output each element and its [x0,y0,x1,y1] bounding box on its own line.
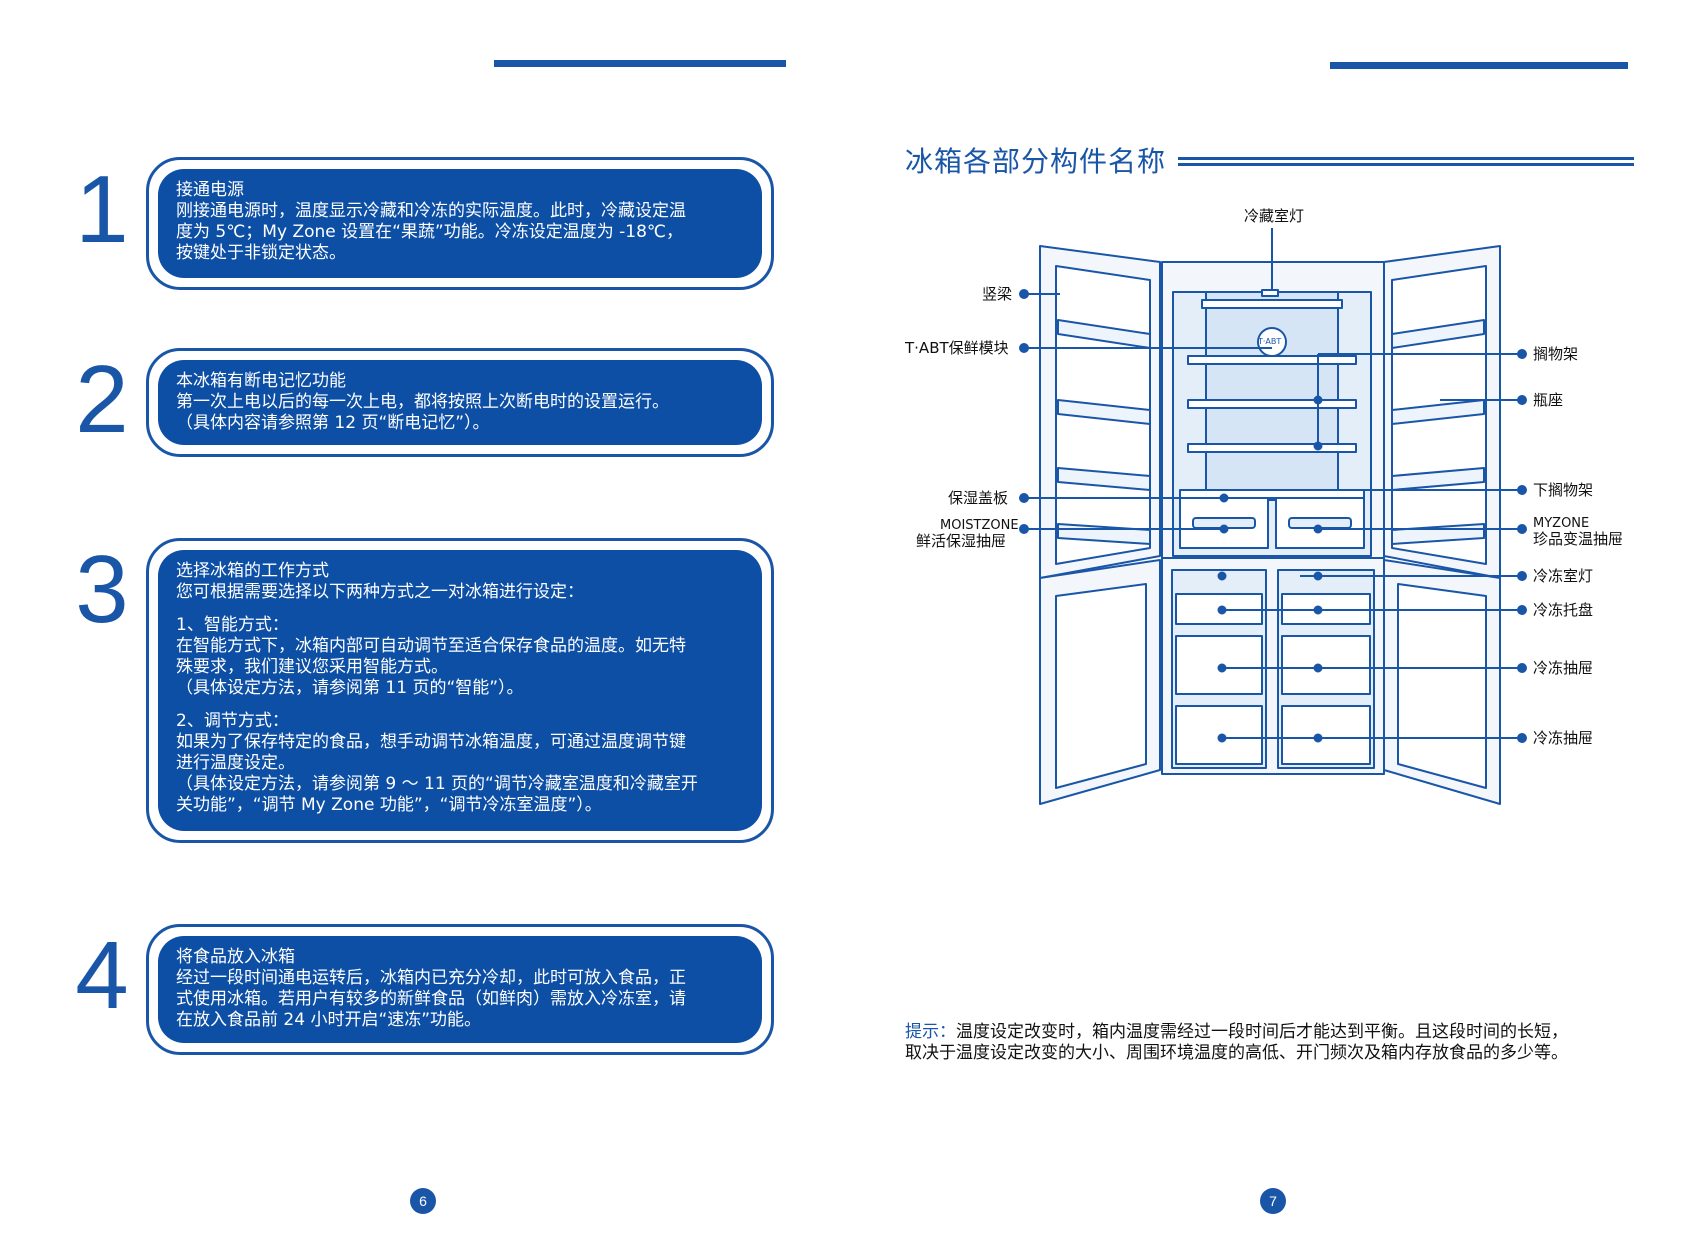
step-1-line: 按键处于非锁定状态。 [176,243,346,263]
label-moistzone-line2: 鲜活保湿抽屉 [916,532,1007,550]
step-2-number: 2 [75,346,129,453]
step-3-panel: 选择冰箱的工作方式 您可根据需要选择以下两种方式之一对冰箱进行设定： 1、智能方… [158,550,762,831]
step-1-title: 接通电源 [176,180,244,200]
mode-1-line: 在智能方式下，冰箱内部可自动调节至适合保存食品的温度。如无特 [176,636,686,656]
step-1-box: 接通电源 刚接通电源时，温度显示冷藏和冷冻的实际温度。此时，冷藏设定温 度为 5… [146,157,774,290]
page-number-right: 7 [1260,1188,1286,1214]
step-4-panel: 将食品放入冰箱 经过一段时间通电运转后，冰箱内已充分冷却，此时可放入食品，正 式… [158,936,762,1043]
tip-text: 温度设定改变时，箱内温度需经过一段时间后才能达到平衡。且这段时间的长短， [956,1022,1568,1042]
callout-dot [1517,524,1527,534]
mode-1-line: 殊要求，我们建议您采用智能方式。 [176,657,448,677]
step-1-panel: 接通电源 刚接通电源时，温度显示冷藏和冷冻的实际温度。此时，冷藏设定温 度为 5… [158,169,762,278]
callout-dot [1019,524,1029,534]
step-4-number: 4 [75,922,129,1029]
page-number-left: 6 [410,1188,436,1214]
step-4-title: 将食品放入冰箱 [176,947,295,967]
title-rule-top [1178,157,1634,160]
callout-dot [1517,485,1527,495]
step-4-line: 在放入食品前 24 小时开启“速冻”功能。 [176,1010,482,1030]
label-freezer-tray: 冷冻托盘 [1533,601,1594,619]
tabt-badge-text: T·ABT [1258,337,1282,346]
right-top-bar [1330,62,1628,69]
step-4-box: 将食品放入冰箱 经过一段时间通电运转后，冰箱内已充分冷却，此时可放入食品，正 式… [146,924,774,1055]
section-title: 冰箱各部分构件名称 [905,145,1167,178]
callout-dot [1019,289,1029,299]
callout-dot [1517,571,1527,581]
label-vertical-beam: 竖梁 [982,285,1013,303]
label-shelf: 搁物架 [1533,345,1579,363]
label-myzone-line2: 珍品变温抽屉 [1533,530,1624,548]
step-2-panel: 本冰箱有断电记忆功能 第一次上电以后的每一次上电，都将按照上次断电时的设置运行。… [158,360,762,445]
freezer-drawer-right-1 [1281,635,1371,695]
label-freezer-light: 冷冻室灯 [1533,567,1594,585]
step-2-line: 第一次上电以后的每一次上电，都将按照上次断电时的设置运行。 [176,392,669,412]
label-myzone-line1: MYZONE [1533,516,1590,531]
step-3-title: 选择冰箱的工作方式 [176,561,329,581]
label-moistzone-line1: MOISTZONE [940,518,1019,533]
mode-2-line: （具体设定方法，请参阅第 9 ～ 11 页的“调节冷藏室温度和冷藏室开 [176,774,698,794]
label-top-light: 冷藏室灯 [1244,207,1305,225]
mode-1-line: （具体设定方法，请参阅第 11 页的“智能”）。 [176,678,524,698]
callout-dot [1517,395,1527,405]
step-2-line: （具体内容请参照第 12 页“断电记忆”）。 [176,413,490,433]
label-lower-shelf: 下搁物架 [1533,481,1594,499]
step-2-title: 本冰箱有断电记忆功能 [176,371,346,391]
callout-dot [1517,349,1527,359]
mode-2-line: 关功能”，“调节 My Zone 功能”，“调节冷冻室温度”）。 [176,795,602,815]
step-4-line: 经过一段时间通电运转后，冰箱内已充分冷却，此时可放入食品，正 [176,968,686,988]
callout-dot [1517,605,1527,615]
mode-2-line: 进行温度设定。 [176,753,295,773]
mode-2-line: 如果为了保存特定的食品，想手动调节冰箱温度，可通过温度调节键 [176,732,686,752]
title-rule-bottom [1178,163,1634,166]
tip-note: 提示：温度设定改变时，箱内温度需经过一段时间后才能达到平衡。且这段时间的长短， … [905,1022,1635,1064]
callout-dot [1517,663,1527,673]
label-crisper-cover: 保湿盖板 [948,489,1009,507]
tip-text-2: 取决于温度设定改变的大小、周围环境温度的高低、开门频次及箱内存放食品的多少等。 [905,1043,1568,1063]
step-3-line: 您可根据需要选择以下两种方式之一对冰箱进行设定： [176,582,584,602]
label-tabt-module: T·ABT保鲜模块 [905,339,1009,357]
step-1-line: 刚接通电源时，温度显示冷藏和冷冻的实际温度。此时，冷藏设定温 [176,201,686,221]
tip-label: 提示： [905,1022,956,1042]
callout-dot [1019,493,1029,503]
step-3-number: 3 [75,536,129,643]
label-freezer-drawer-1: 冷冻抽屉 [1533,659,1594,677]
left-top-bar [494,60,786,67]
step-3-box: 选择冰箱的工作方式 您可根据需要选择以下两种方式之一对冰箱进行设定： 1、智能方… [146,538,774,843]
callout-dot [1517,733,1527,743]
label-freezer-drawer-2: 冷冻抽屉 [1533,729,1594,747]
step-4-line: 式使用冰箱。若用户有较多的新鲜食品（如鲜肉）需放入冷冻室，请 [176,989,686,1009]
mode-1-line: 1、智能方式： [176,615,289,635]
step-1-line: 度为 5℃；My Zone 设置在“果蔬”功能。冷冻设定温度为 -18℃， [176,222,684,242]
freezer-drawer-right-2 [1281,705,1371,765]
label-bottle-rack: 瓶座 [1533,391,1564,409]
mode-2-line: 2、调节方式： [176,711,289,731]
callout-dot [1019,343,1029,353]
step-2-box: 本冰箱有断电记忆功能 第一次上电以后的每一次上电，都将按照上次断电时的设置运行。… [146,348,774,457]
step-1-number: 1 [75,156,129,263]
